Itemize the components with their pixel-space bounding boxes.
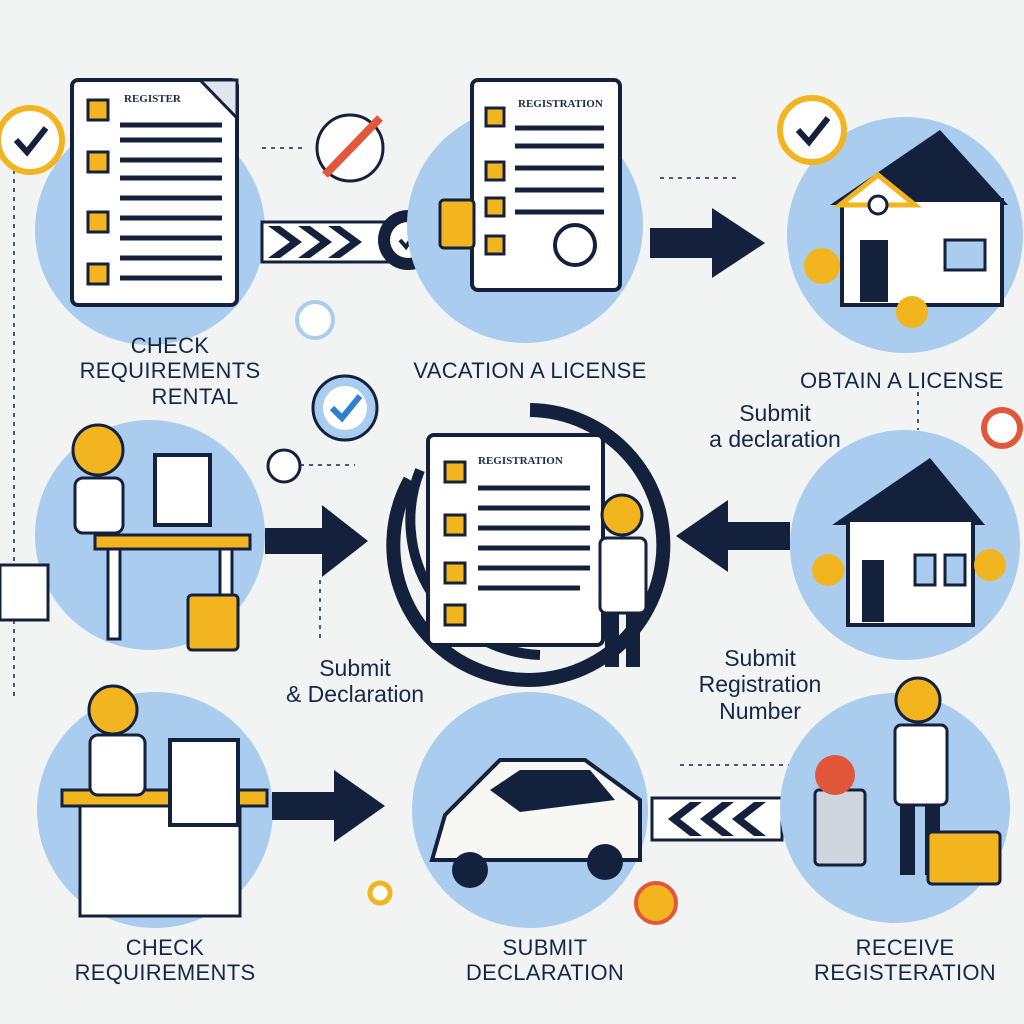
chevron-arrow-2	[650, 796, 784, 842]
step1-label: CHECK REQUIREMENTS RENTAL	[79, 333, 261, 409]
step1-illustration	[0, 78, 385, 345]
arrow-right-3	[272, 770, 385, 842]
middle-decorations	[266, 300, 1023, 484]
step2-label: VACATION A LICENSE	[413, 358, 647, 383]
step5-illustration	[386, 403, 671, 687]
doc2-header: REGISTRATION	[518, 98, 603, 110]
step7-label: CHECK REQUIREMENTS	[74, 935, 256, 986]
step8-illustration	[367, 692, 678, 928]
step9-illustration	[780, 676, 1010, 923]
step6-illustration	[790, 430, 1020, 660]
step8-label: SUBMIT DECLARATION	[465, 935, 625, 986]
step5-label: Submit & Declaration	[285, 655, 425, 708]
step4-illustration	[0, 420, 265, 652]
step7-illustration	[37, 684, 273, 928]
step6-label: Submit Registration Number	[698, 645, 822, 724]
step9-label: RECEIVE REGISTERATION	[814, 935, 996, 986]
arrow-right-2	[265, 505, 368, 577]
arrow-left-1	[676, 500, 790, 572]
step4-label: Submit a declaration	[709, 400, 841, 453]
step2-illustration	[407, 78, 643, 343]
doc3-header: REGISTRATION	[478, 455, 563, 467]
doc1-header: REGISTER	[124, 93, 181, 105]
step3-illustration	[777, 95, 1023, 353]
arrow-right-1	[650, 208, 765, 278]
step3-label: OBTAIN A LICENSE	[800, 368, 1004, 393]
